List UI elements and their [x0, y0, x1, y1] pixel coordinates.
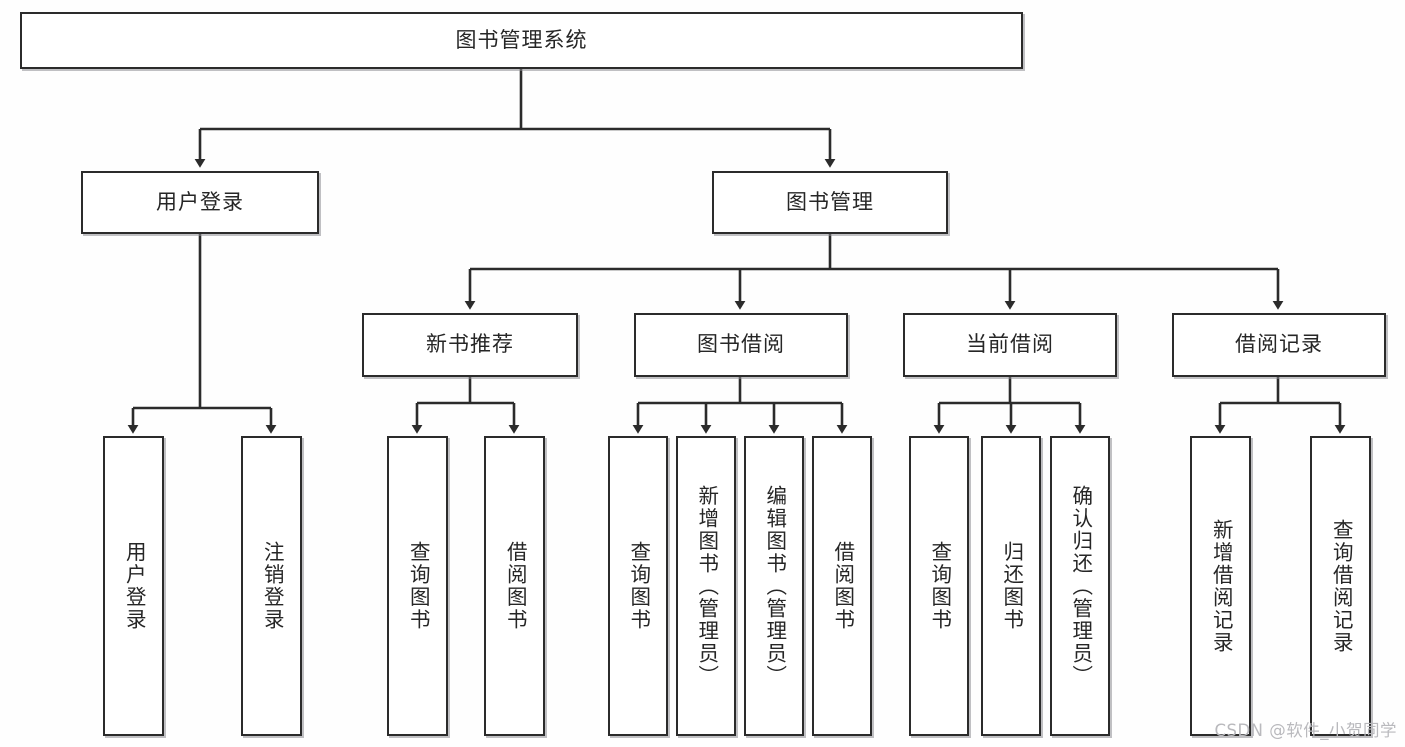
- node-leaf-borrow-book-1[interactable]: 借阅图书: [484, 436, 545, 736]
- watermark: CSDN @软件_小贺同学: [1214, 721, 1397, 740]
- node-leaf-edit-book[interactable]: 编辑图书（管理员）: [744, 436, 804, 736]
- node-leaf-add-record-label: 新增借阅记录: [1209, 518, 1234, 654]
- node-leaf-add-book-label: 新增图书（管理员）: [694, 484, 719, 688]
- node-new-book-recommend-label: 新书推荐: [426, 332, 514, 357]
- node-leaf-query-book-2-label: 查询图书: [626, 541, 651, 631]
- node-leaf-edit-book-label: 编辑图书（管理员）: [762, 484, 787, 688]
- node-root-label: 图书管理系统: [455, 27, 588, 52]
- node-leaf-return-book[interactable]: 归还图书: [981, 436, 1041, 736]
- node-current-borrow-label: 当前借阅: [966, 332, 1054, 357]
- node-borrow-record-label: 借阅记录: [1235, 332, 1323, 357]
- node-book-manage-label: 图书管理: [786, 189, 874, 214]
- node-leaf-user-login-label: 用户登录: [122, 541, 147, 631]
- node-book-manage[interactable]: 图书管理: [712, 171, 948, 234]
- node-leaf-return-book-label: 归还图书: [999, 541, 1024, 631]
- node-leaf-query-book-3[interactable]: 查询图书: [909, 436, 969, 736]
- node-book-borrow[interactable]: 图书借阅: [634, 313, 848, 377]
- node-leaf-add-record[interactable]: 新增借阅记录: [1190, 436, 1251, 736]
- node-leaf-borrow-book-2[interactable]: 借阅图书: [812, 436, 872, 736]
- node-leaf-user-logout-label: 注销登录: [260, 541, 285, 631]
- node-leaf-borrow-book-2-label: 借阅图书: [830, 541, 855, 631]
- node-leaf-add-book[interactable]: 新增图书（管理员）: [676, 436, 736, 736]
- node-root[interactable]: 图书管理系统: [20, 12, 1023, 69]
- node-leaf-query-book-3-label: 查询图书: [927, 541, 952, 631]
- node-leaf-confirm-return[interactable]: 确认归还（管理员）: [1050, 436, 1110, 736]
- node-leaf-query-book-1-label: 查询图书: [406, 541, 431, 631]
- node-leaf-confirm-return-label: 确认归还（管理员）: [1068, 484, 1093, 688]
- node-user-login[interactable]: 用户登录: [81, 171, 319, 234]
- node-leaf-user-logout[interactable]: 注销登录: [241, 436, 302, 736]
- node-borrow-record[interactable]: 借阅记录: [1172, 313, 1386, 377]
- node-leaf-query-book-2[interactable]: 查询图书: [608, 436, 668, 736]
- node-leaf-borrow-book-1-label: 借阅图书: [503, 541, 528, 631]
- node-leaf-query-record[interactable]: 查询借阅记录: [1310, 436, 1371, 736]
- node-book-borrow-label: 图书借阅: [697, 332, 785, 357]
- node-new-book-recommend[interactable]: 新书推荐: [362, 313, 578, 377]
- node-user-login-label: 用户登录: [156, 189, 244, 214]
- node-leaf-user-login[interactable]: 用户登录: [103, 436, 164, 736]
- node-current-borrow[interactable]: 当前借阅: [903, 313, 1117, 377]
- node-leaf-query-book-1[interactable]: 查询图书: [387, 436, 448, 736]
- node-leaf-query-record-label: 查询借阅记录: [1329, 518, 1354, 654]
